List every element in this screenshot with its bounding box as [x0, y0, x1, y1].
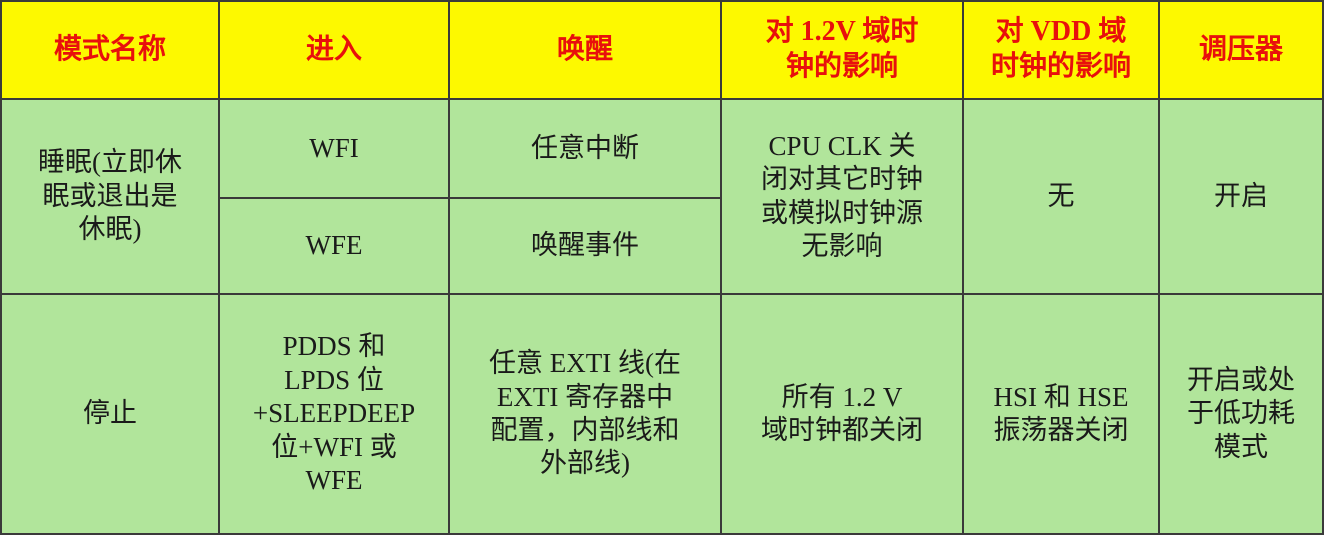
cell-stop-regulator: 开启或处 于低功耗 模式: [1158, 293, 1324, 535]
cell-sleep-clock-1v2: CPU CLK 关 闭对其它时钟 或模拟时钟源 无影响: [720, 98, 964, 295]
header-regulator: 调压器: [1158, 0, 1324, 100]
header-clock-1v2: 对 1.2V 域时 钟的影响: [720, 0, 964, 100]
cell-sleep-clock-vdd: 无: [962, 98, 1160, 295]
header-clock-vdd: 对 VDD 域 时钟的影响: [962, 0, 1160, 100]
cell-stop-wake: 任意 EXTI 线(在 EXTI 寄存器中 配置，内部线和 外部线): [448, 293, 722, 535]
cell-stop-clock-vdd: HSI 和 HSE 振荡器关闭: [962, 293, 1160, 535]
cell-sleep-mode-name: 睡眠(立即休 眠或退出是 休眠): [0, 98, 220, 295]
header-mode-name: 模式名称: [0, 0, 220, 100]
cell-stop-mode-name: 停止: [0, 293, 220, 535]
cell-sleep-wake-event: 唤醒事件: [448, 197, 722, 295]
cell-sleep-entry-wfe: WFE: [218, 197, 450, 295]
cell-sleep-entry-wfi: WFI: [218, 98, 450, 199]
table-row-sleep-wfe: WFE 唤醒事件: [1, 197, 1323, 295]
cell-sleep-regulator: 开启: [1158, 98, 1324, 295]
cell-stop-entry: PDDS 和 LPDS 位 +SLEEPDEEP 位+WFI 或 WFE: [218, 293, 450, 535]
table-row-stop: 停止 PDDS 和 LPDS 位 +SLEEPDEEP 位+WFI 或 WFE …: [0, 293, 1324, 535]
header-entry: 进入: [218, 0, 450, 100]
table-row-sleep-wfi: 睡眠(立即休 眠或退出是 休眠) WFI 任意中断 CPU CLK 关 闭对其它…: [0, 98, 1324, 295]
header-row: 模式名称 进入 唤醒 对 1.2V 域时 钟的影响 对 VDD 域 时钟的影响 …: [0, 0, 1324, 100]
cell-stop-clock-1v2: 所有 1.2 V 域时钟都关闭: [720, 293, 964, 535]
cell-sleep-wake-interrupt: 任意中断: [448, 98, 722, 199]
header-wakeup: 唤醒: [448, 0, 722, 100]
